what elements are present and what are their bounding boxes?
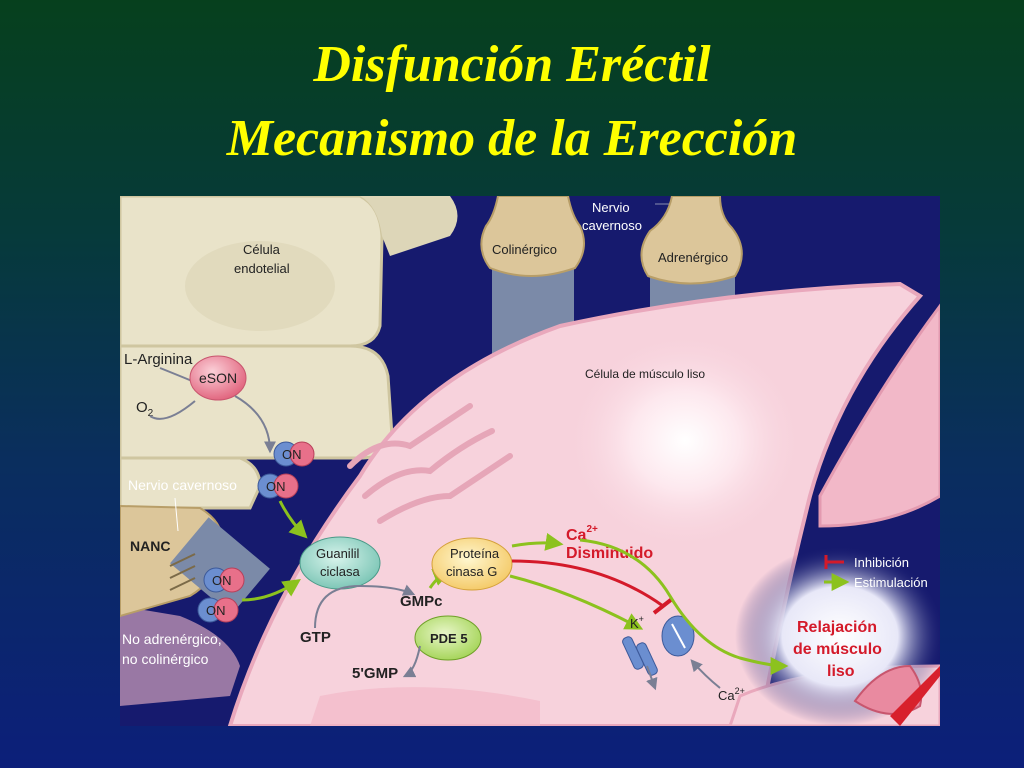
label-celula-endotelial-1: Célula: [243, 242, 281, 257]
arrow-pde5-to-5gmp: [402, 645, 421, 678]
slide-title-line-2: Mecanismo de la Erección: [226, 110, 798, 167]
label-o2: O2: [136, 399, 154, 419]
label-nervio-top-1: Nervio: [592, 200, 630, 215]
svg-text:ON: ON: [282, 447, 302, 462]
label-nanc: NANC: [130, 538, 170, 554]
k-channel: [622, 636, 658, 691]
inhibition-line-pkg: [511, 559, 664, 608]
no-molecule-2: ON: [257, 473, 299, 499]
label-l-arginina: L-Arginina: [124, 351, 193, 368]
arrow-gtp-to-gmpc: [314, 584, 416, 629]
label-adrenergico: Adrenérgico: [658, 250, 728, 265]
label-5gmp: 5'GMP: [352, 665, 398, 682]
ca-channel: [661, 615, 695, 657]
arrow-to-relaxation: [579, 538, 789, 675]
legend: Inhibición Estimulación: [824, 555, 928, 591]
arrow-pkg-to-ca: [511, 532, 564, 551]
endothelial-cells: [120, 196, 458, 510]
legend-stimulation-label: Estimulación: [854, 575, 928, 590]
relaxed-cell-tail: [890, 666, 940, 726]
arrow-no-to-guanilil-top: [278, 500, 308, 539]
label-colinergico: Colinérgico: [492, 242, 557, 257]
label-guanilil-1: Guanilil: [316, 546, 359, 561]
arrow-o2-to-eson: [149, 400, 196, 420]
label-gtp: GTP: [300, 629, 331, 646]
label-no-adrenergico-2: no colinérgico: [122, 651, 209, 667]
no-molecule-4: ON: [197, 597, 239, 623]
label-celula-endotelial-2: endotelial: [234, 261, 290, 276]
label-k: K+: [630, 614, 644, 631]
inhibition-bar: [652, 597, 674, 615]
guanilil-ciclasa-enzyme: [299, 536, 381, 590]
nerve-pointer-line: [174, 497, 179, 532]
label-proteina-1: Proteína: [450, 546, 500, 561]
pde5-enzyme: [414, 615, 482, 661]
label-relajacion-1: Relajación: [797, 619, 877, 636]
no-molecule-3: ON: [203, 567, 245, 593]
label-relajacion-3: liso: [827, 663, 855, 680]
label-no-adrenergico-1: No adrenérgico,: [122, 631, 222, 647]
svg-text:ON: ON: [266, 479, 286, 494]
arrow-no-to-guanilil-left: [241, 578, 301, 602]
label-nervio-top-2: cavernoso: [582, 218, 642, 233]
arrow-ca-to-channel: [690, 659, 721, 689]
eson-enzyme: [189, 355, 247, 401]
arrow-eson-to-no: [234, 395, 276, 454]
label-celula-musculo-liso: Célula de músculo liso: [585, 367, 705, 381]
erection-mechanism-diagram: Nervio cavernoso Colinérgico Adrenérgico…: [120, 196, 940, 726]
label-relajacion-2: de músculo: [793, 641, 882, 658]
label-nervio-cavernoso-left: Nervio cavernoso: [128, 477, 237, 493]
svg-text:ON: ON: [212, 573, 232, 588]
no-molecule-1: ON: [273, 441, 315, 467]
legend-inhibition-label: Inhibición: [854, 555, 909, 570]
label-ca-bottom: Ca2+: [718, 686, 745, 703]
arrow-pkg-to-k-channel: [509, 574, 644, 630]
label-proteina-2: cinasa G: [446, 564, 497, 579]
proteina-cinasa-g-enzyme: [431, 537, 513, 591]
label-guanilil-2: ciclasa: [320, 564, 361, 579]
label-eson: eSON: [199, 370, 237, 386]
label-pde5: PDE 5: [430, 631, 468, 646]
slide-title-line-1: Disfunción Eréctil: [313, 36, 711, 93]
label-gmpc: GMPc: [400, 593, 443, 610]
nanc-terminal: [120, 504, 270, 618]
svg-text:ON: ON: [206, 603, 226, 618]
